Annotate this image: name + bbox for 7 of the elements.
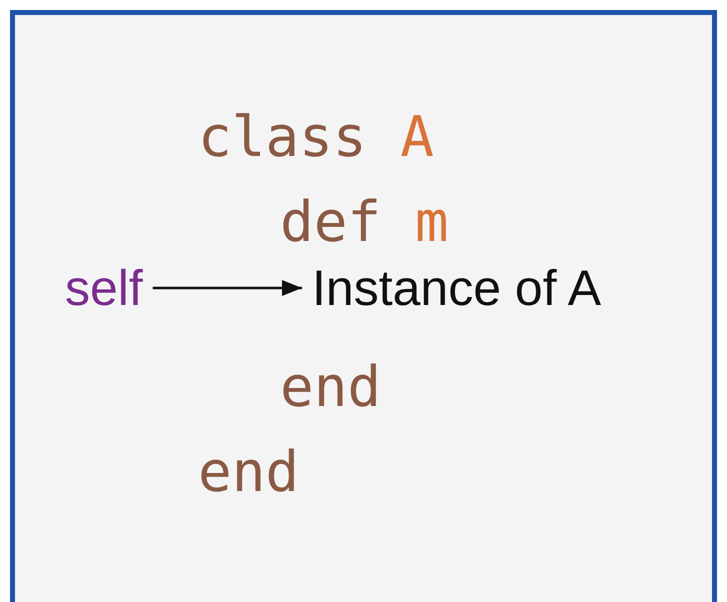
- code-line: class A: [198, 110, 434, 166]
- code-line: end: [280, 360, 382, 416]
- code-line: end: [198, 445, 300, 501]
- code-line: def m: [280, 195, 449, 251]
- node-text: Instance of A: [312, 263, 602, 313]
- variable-name: self: [65, 263, 143, 313]
- arrow: [152, 280, 302, 296]
